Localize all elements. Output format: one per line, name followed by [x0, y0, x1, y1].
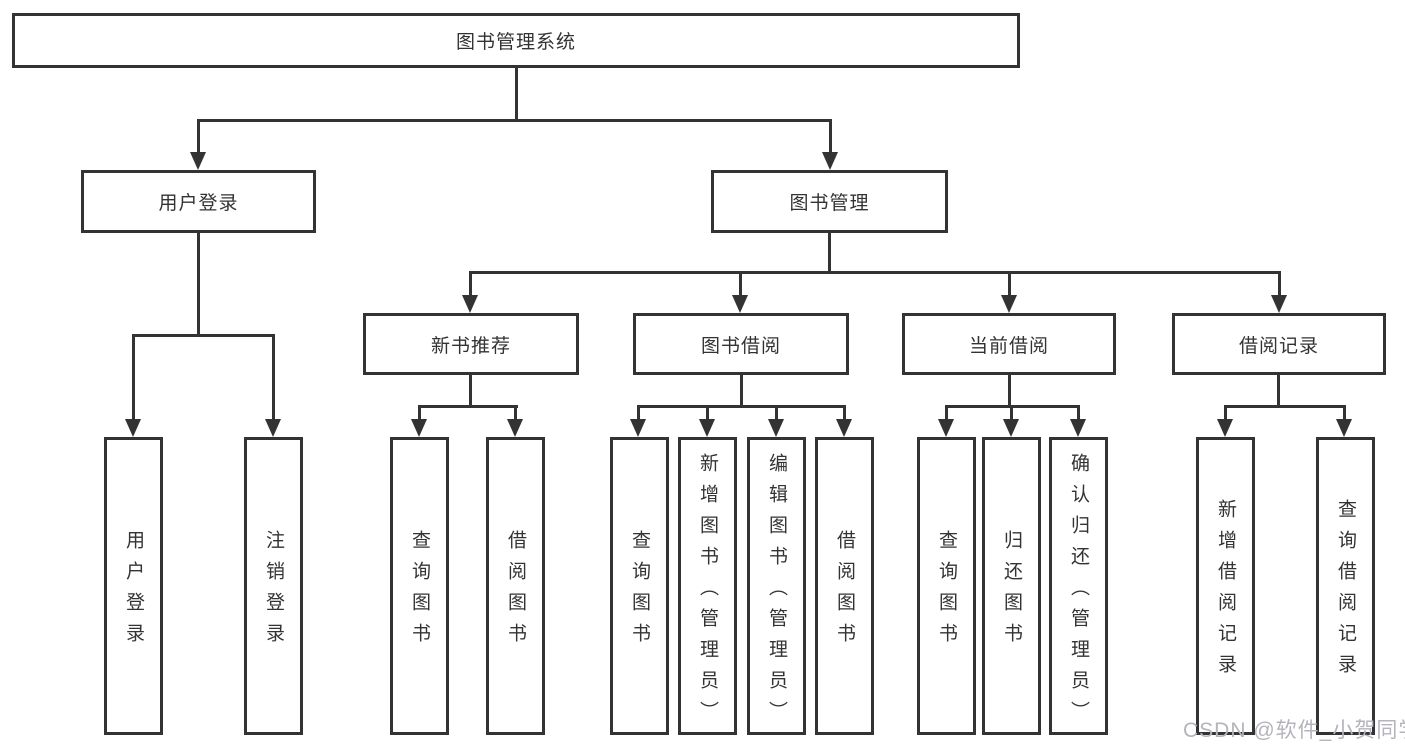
- leaf-current-return-books: 归还图书: [982, 437, 1041, 735]
- arrowhead-down-icon: [462, 295, 478, 313]
- connector-drop-bb-add: [706, 405, 709, 421]
- node-current-borrowing: 当前借阅: [902, 313, 1116, 375]
- connector-drop-new-book: [469, 271, 472, 297]
- connector-drop-bb-borrow: [843, 405, 846, 421]
- arrowhead-down-icon: [1217, 419, 1233, 437]
- node-user-login: 用户登录: [81, 170, 316, 233]
- leaf-record-add-record: 新增借阅记录: [1196, 437, 1255, 735]
- connector-drop-nb-query: [418, 405, 421, 421]
- connector-bookmgmt-rail: [469, 271, 1281, 274]
- connector-borrowrecord-stem: [1277, 375, 1280, 408]
- leaf-current-query-books: 查询图书: [917, 437, 976, 735]
- node-library-system: 图书管理系统: [12, 13, 1020, 68]
- connector-drop-br-add: [1224, 405, 1227, 421]
- connector-root-rail: [197, 119, 832, 122]
- connector-drop-leaf-logout: [272, 334, 275, 421]
- arrowhead-down-icon: [1070, 419, 1086, 437]
- connector-drop-leaf-login: [132, 334, 135, 421]
- connector-root-stem: [515, 68, 518, 122]
- node-new-book-recommend: 新书推荐: [363, 313, 579, 375]
- leaf-user-login: 用户登录: [104, 437, 163, 735]
- leaf-borrow-edit-books-admin: 编辑图书（管理员）: [747, 437, 806, 735]
- arrowhead-down-icon: [1271, 295, 1287, 313]
- arrowhead-down-icon: [732, 295, 748, 313]
- connector-currentborrow-stem: [1008, 375, 1011, 408]
- connector-drop-cb-confirm: [1077, 405, 1080, 421]
- connector-drop-borrow-record: [1278, 271, 1281, 297]
- arrowhead-down-icon: [699, 419, 715, 437]
- leaf-newbook-query-books: 查询图书: [390, 437, 449, 735]
- leaf-borrow-add-books-admin: 新增图书（管理员）: [678, 437, 737, 735]
- leaf-logout: 注销登录: [244, 437, 303, 735]
- leaf-newbook-borrow-books: 借阅图书: [486, 437, 545, 735]
- connector-drop-book-borrow: [739, 271, 742, 297]
- arrowhead-down-icon: [768, 419, 784, 437]
- connector-userlogin-stem: [197, 233, 200, 336]
- arrowhead-down-icon: [1336, 419, 1352, 437]
- arrowhead-down-icon: [822, 152, 838, 170]
- connector-borrowrecord-rail: [1224, 405, 1346, 408]
- arrowhead-down-icon: [630, 419, 646, 437]
- connector-drop-cb-return: [1010, 405, 1013, 421]
- node-book-borrowing: 图书借阅: [633, 313, 849, 375]
- leaf-current-confirm-return-admin: 确认归还（管理员）: [1049, 437, 1108, 735]
- arrowhead-down-icon: [938, 419, 954, 437]
- connector-drop-cb-query: [945, 405, 948, 421]
- connector-drop-user-login: [197, 119, 200, 154]
- arrowhead-down-icon: [190, 152, 206, 170]
- connector-drop-current-borrow: [1008, 271, 1011, 297]
- arrowhead-down-icon: [125, 419, 141, 437]
- arrowhead-down-icon: [265, 419, 281, 437]
- arrowhead-down-icon: [836, 419, 852, 437]
- node-borrowing-records: 借阅记录: [1172, 313, 1386, 375]
- connector-drop-nb-borrow: [514, 405, 517, 421]
- connector-bookmgmt-stem: [828, 233, 831, 274]
- arrowhead-down-icon: [1001, 295, 1017, 313]
- connector-bookborrow-rail: [637, 405, 846, 408]
- csdn-watermark: CSDN @软件_小贺同学: [1183, 719, 1405, 742]
- connector-drop-br-query: [1343, 405, 1346, 421]
- node-book-management: 图书管理: [711, 170, 948, 233]
- connector-bookborrow-stem: [740, 375, 743, 408]
- arrowhead-down-icon: [507, 419, 523, 437]
- connector-drop-book-mgmt: [829, 119, 832, 154]
- leaf-borrow-borrow-books: 借阅图书: [815, 437, 874, 735]
- connector-userlogin-rail: [132, 334, 275, 337]
- leaf-borrow-query-books: 查询图书: [610, 437, 669, 735]
- connector-drop-bb-query: [637, 405, 640, 421]
- connector-newbook-rail: [418, 405, 518, 408]
- arrowhead-down-icon: [411, 419, 427, 437]
- arrowhead-down-icon: [1003, 419, 1019, 437]
- connector-drop-bb-edit: [775, 405, 778, 421]
- connector-newbook-stem: [469, 375, 472, 408]
- leaf-record-query-record: 查询借阅记录: [1316, 437, 1375, 735]
